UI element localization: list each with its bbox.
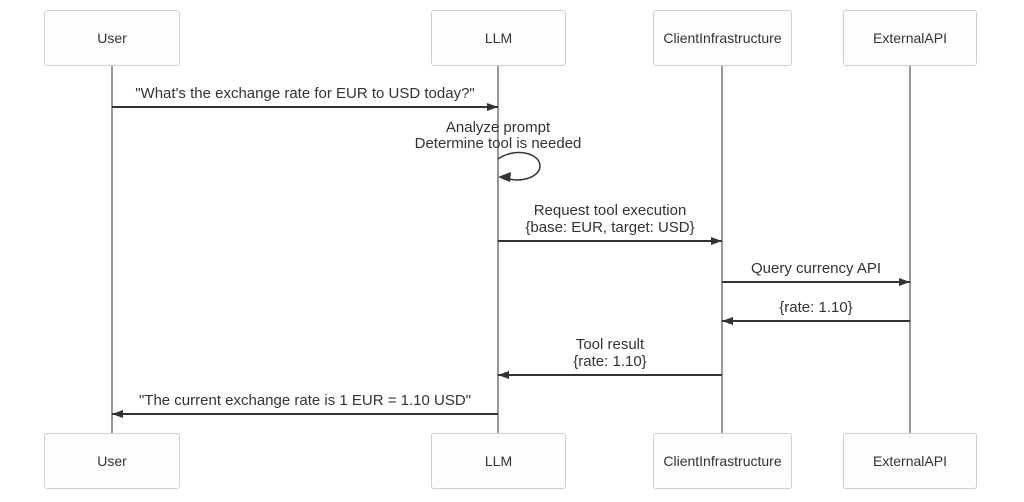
message-arrow [498, 374, 722, 376]
actor-box-user-bottom: User [44, 433, 180, 489]
actor-label: User [97, 30, 127, 46]
message-clientinfrastructure-to-llm: Tool result {rate: 1.10} [498, 336, 722, 376]
message-arrow [722, 281, 910, 283]
message-text: "The current exchange rate is 1 EUR = 1.… [138, 392, 472, 409]
actor-box-externalapi-bottom: ExternalAPI [843, 433, 977, 489]
message-text: Query currency API [750, 260, 882, 277]
actor-label: ExternalAPI [873, 30, 947, 46]
actor-label: LLM [484, 30, 513, 46]
message-text: Analyze prompt [445, 119, 551, 136]
message-text: "What's the exchange rate for EUR to USD… [135, 85, 475, 102]
lifeline-clientinfrastructure [721, 66, 723, 433]
lifeline-llm [497, 66, 499, 433]
actor-label: ClientInfrastructure [663, 30, 782, 46]
message-arrow [498, 240, 722, 242]
actor-box-externalapi-top: ExternalAPI [843, 10, 977, 66]
actor-box-user-top: User [44, 10, 180, 66]
message-externalapi-to-clientinfrastructure: {rate: 1.10} [722, 299, 910, 322]
message-text: {rate: 1.10} [779, 299, 853, 316]
actor-label: ClientInfrastructure [663, 453, 782, 469]
message-clientinfrastructure-to-externalapi: Query currency API [722, 260, 910, 283]
message-llm-self-label: Analyze prompt Determine tool is needed [383, 120, 613, 152]
actor-box-clientinfrastructure-bottom: ClientInfrastructure [653, 433, 792, 489]
actor-box-clientinfrastructure-top: ClientInfrastructure [653, 10, 792, 66]
message-arrow [112, 413, 498, 415]
actor-label: ExternalAPI [873, 453, 947, 469]
message-text: Tool result {rate: 1.10} [573, 336, 647, 370]
message-llm-to-clientinfrastructure: Request tool execution {base: EUR, targe… [498, 202, 722, 242]
actor-box-llm-bottom: LLM [431, 433, 566, 489]
self-loop-arrow [497, 151, 541, 182]
actor-label: LLM [484, 453, 513, 469]
message-user-to-llm: "What's the exchange rate for EUR to USD… [112, 85, 498, 108]
message-arrow [722, 320, 910, 322]
actor-box-llm-top: LLM [431, 10, 566, 66]
actor-label: User [97, 453, 127, 469]
lifeline-user [111, 66, 113, 433]
lifeline-externalapi [909, 66, 911, 433]
message-text: Determine tool is needed [414, 135, 582, 152]
message-text: Request tool execution {base: EUR, targe… [525, 202, 695, 236]
message-llm-to-user: "The current exchange rate is 1 EUR = 1.… [112, 392, 498, 415]
message-arrow [112, 106, 498, 108]
